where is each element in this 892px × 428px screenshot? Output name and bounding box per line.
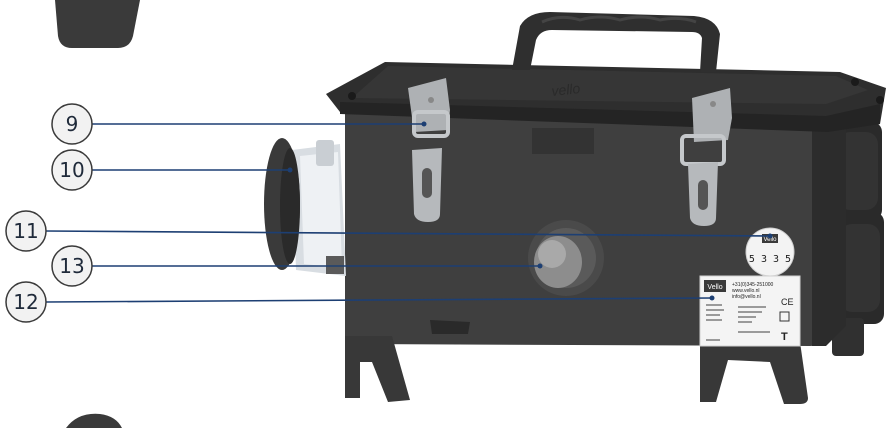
callout-10-label: 10 — [59, 158, 84, 182]
carry-handle — [512, 12, 720, 72]
rating-label-logo: Vello — [707, 284, 722, 291]
leader-line-11 — [45, 230, 771, 237]
callout-11: 11 — [5, 210, 47, 252]
box-leg-left — [345, 336, 410, 402]
callout-12-label: 12 — [13, 290, 38, 314]
rating-label-ce-mark: CE — [781, 297, 794, 307]
leader-line-12 — [45, 297, 713, 303]
callout-13: 13 — [51, 245, 93, 287]
callout-13-label: 13 — [59, 254, 84, 278]
lid-tab — [532, 128, 594, 154]
callout-11-label: 11 — [13, 219, 38, 243]
distribution-box: vello — [326, 12, 886, 404]
lid-logo: vello — [551, 80, 582, 99]
callout-lines — [45, 123, 771, 303]
partial-object-bottom-left — [66, 413, 122, 428]
callout-10: 10 — [51, 149, 93, 191]
stamp-number: 5 3 3 5 — [749, 254, 791, 265]
cee-plug — [264, 138, 346, 276]
callout-9-label: 9 — [66, 112, 79, 136]
center-knob — [528, 220, 604, 296]
stamp-logo: Vello — [763, 237, 777, 243]
rating-label: Vello +31(0)345-251000 www.vello.nl info… — [699, 275, 801, 347]
rating-label-phone: +31(0)345-251000 — [732, 282, 774, 288]
partial-object-top-left — [55, 0, 140, 48]
box-leg-right — [700, 340, 808, 404]
rating-label-web: www.vello.nl — [732, 288, 760, 294]
callout-9: 9 — [51, 103, 93, 145]
box-body-side — [812, 118, 846, 346]
rating-label-email: info@vello.nl — [732, 294, 761, 300]
latch-right — [680, 88, 732, 226]
rating-label-t-mark: T — [781, 331, 788, 343]
callout-12: 12 — [5, 281, 47, 323]
